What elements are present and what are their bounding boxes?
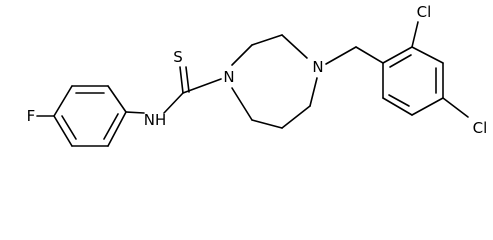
aryl-bond-5 — [382, 97, 413, 116]
bond-c-s-a — [179, 66, 184, 94]
ring-bond-5 — [281, 105, 311, 129]
atom-labels: S NH N N F Cl Cl — [27, 3, 488, 137]
bond-c-nh — [163, 92, 184, 114]
ring-bond-3 — [281, 34, 308, 59]
bond-c-cl-ortho — [411, 21, 419, 48]
fphenyl-double-2 — [61, 115, 77, 140]
bond-nh-aryl — [125, 111, 145, 114]
bond-n4-ch2 — [325, 46, 357, 65]
bond-c-cl-para — [442, 97, 469, 118]
atom-label-s: S — [173, 48, 183, 66]
bond-c-s-b — [185, 66, 190, 93]
aryl-double-3 — [388, 94, 410, 107]
molecule-diagram: S NH N N F Cl Cl — [27, 3, 488, 147]
ring-bond-7 — [231, 87, 253, 121]
bond-c-n1 — [182, 78, 222, 94]
atom-label-n4: N — [312, 58, 323, 76]
aryl-bond-2 — [411, 46, 444, 64]
ring-bond-6 — [251, 119, 283, 129]
aryl-bond-4 — [411, 97, 444, 116]
atom-label-nh: NH — [144, 111, 167, 129]
bond-ch2-aryl — [355, 46, 384, 64]
aryl-bond-1 — [382, 46, 413, 64]
ring-bond-4 — [309, 77, 318, 107]
ring-bond-2 — [251, 34, 283, 46]
bonds — [36, 21, 469, 147]
fphenyl-bond-1 — [107, 85, 127, 113]
fphenyl-bond-3 — [53, 85, 73, 117]
fphenyl-bond-4 — [53, 115, 73, 147]
atom-label-f: F — [27, 107, 36, 125]
fphenyl-bond-6 — [107, 111, 127, 147]
fphenyl-double-3 — [103, 113, 119, 140]
atom-label-n1: N — [223, 68, 234, 86]
molecule-svg: S NH N N F Cl Cl — [27, 3, 488, 147]
aryl-double-1 — [389, 54, 412, 68]
atom-label-cl-ortho: Cl — [417, 3, 432, 21]
ring-bond-1 — [231, 44, 253, 66]
atom-label-cl-para: Cl — [473, 119, 488, 137]
